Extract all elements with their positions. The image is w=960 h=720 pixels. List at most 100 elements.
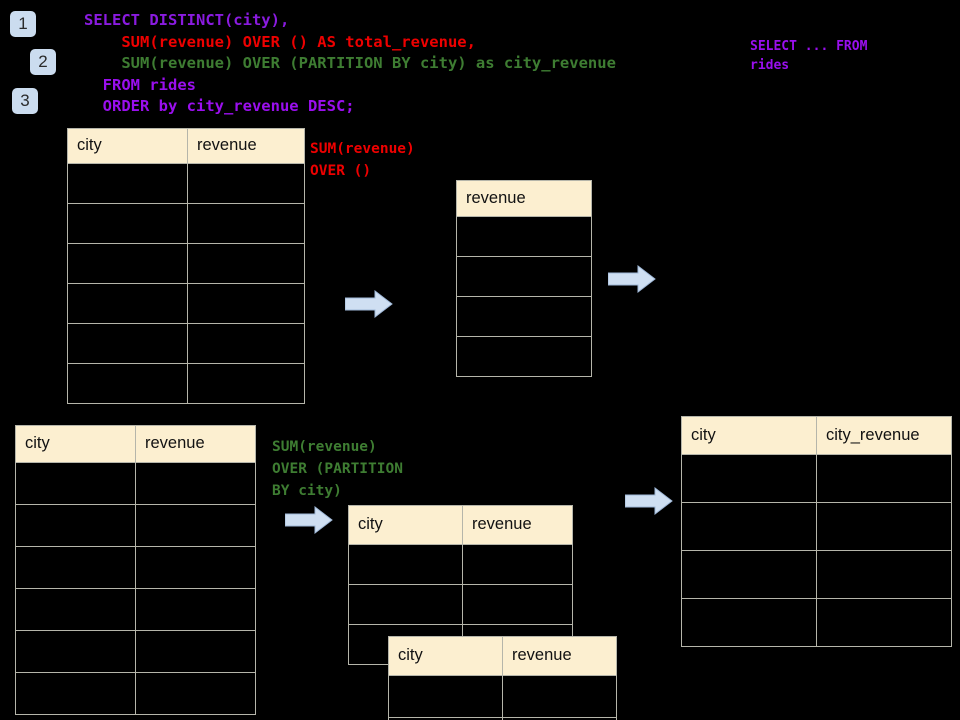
table-cell <box>348 584 463 625</box>
table-cell <box>456 336 592 377</box>
table-row <box>456 296 592 337</box>
table-cell <box>15 546 136 589</box>
table-row <box>681 550 952 599</box>
table-cell <box>67 283 188 324</box>
table-row <box>348 544 573 585</box>
sql-line-5: ORDER by city_revenue DESC; <box>84 97 355 115</box>
table-row <box>67 283 305 324</box>
sql-line-4: FROM rides <box>84 75 196 94</box>
sql-line-1: SELECT DISTINCT(city), <box>84 11 290 29</box>
arrow-partition-to-result <box>624 486 673 520</box>
step-badge-2: 2 <box>30 49 56 75</box>
column-header-revenue: revenue <box>502 636 617 676</box>
table-row <box>15 588 256 631</box>
table-cell <box>135 546 256 589</box>
sql-query-block: SELECT DISTINCT(city), SUM(revenue) OVER… <box>84 11 616 119</box>
table-cell <box>348 544 463 585</box>
sql-aside-note: SELECT ... FROM rides <box>750 39 868 73</box>
table-cell <box>15 504 136 547</box>
table-cell <box>681 550 817 599</box>
sql-line-3: SUM(revenue) OVER (PARTITION BY city) as… <box>84 54 616 72</box>
table-row <box>456 336 592 377</box>
table-cell <box>15 672 136 715</box>
column-header-city: city <box>67 128 188 164</box>
table-row <box>15 672 256 715</box>
column-header-revenue: revenue <box>187 128 305 164</box>
arrow-source-to-partition <box>284 505 333 539</box>
table-cell <box>67 163 188 204</box>
table-header-row: revenue <box>456 180 592 217</box>
table-row <box>67 323 305 364</box>
table-row <box>681 598 952 647</box>
sum-over-empty-label: SUM(revenue) OVER () <box>310 141 415 179</box>
table-row <box>456 256 592 297</box>
table-cell <box>816 502 952 551</box>
table-cell <box>135 504 256 547</box>
column-header-city: city <box>348 505 463 545</box>
table-cell <box>67 363 188 404</box>
step-badge-3: 3 <box>12 88 38 114</box>
table-cell <box>187 323 305 364</box>
table-cell <box>462 544 573 585</box>
arrow-total-to-result <box>607 264 656 298</box>
table-cell <box>67 203 188 244</box>
table-cell <box>456 256 592 297</box>
table-cell <box>187 203 305 244</box>
table-cell <box>135 588 256 631</box>
table-cell <box>456 296 592 337</box>
table-cell <box>187 283 305 324</box>
column-header-city: city <box>15 425 136 463</box>
table-cell <box>67 323 188 364</box>
table-cell <box>462 584 573 625</box>
table-row <box>15 630 256 673</box>
table-cell <box>67 243 188 284</box>
table-cell <box>816 454 952 503</box>
step-badge-1: 1 <box>10 11 36 37</box>
table-row <box>67 243 305 284</box>
column-header-revenue: revenue <box>462 505 573 545</box>
table-cell <box>456 216 592 257</box>
table-row <box>15 462 256 505</box>
table-cell <box>187 363 305 404</box>
column-header-revenue: revenue <box>135 425 256 463</box>
sql-line-2: SUM(revenue) OVER () AS total_revenue, <box>84 32 476 51</box>
column-header-revenue: revenue <box>456 180 592 217</box>
table-row <box>681 454 952 503</box>
table-cell <box>816 550 952 599</box>
table-cell <box>135 462 256 505</box>
table-cell <box>135 630 256 673</box>
table-cell <box>15 630 136 673</box>
table-cell <box>681 502 817 551</box>
table-row <box>15 504 256 547</box>
table-row <box>456 216 592 257</box>
column-header-city-revenue: city_revenue <box>816 416 952 455</box>
table-cell <box>15 588 136 631</box>
table-cell <box>681 598 817 647</box>
table-row <box>681 502 952 551</box>
total-revenue-table: revenue <box>456 180 592 377</box>
table-row <box>15 546 256 589</box>
table-cell <box>15 462 136 505</box>
table-row <box>67 203 305 244</box>
sum-over-partition-label: SUM(revenue) OVER (PARTITION BY city) <box>272 439 403 499</box>
table-row <box>388 675 617 718</box>
table-cell <box>187 163 305 204</box>
column-header-city: city <box>388 636 503 676</box>
arrow-source-to-total <box>344 289 393 323</box>
table-cell <box>187 243 305 284</box>
table-row <box>67 163 305 204</box>
table-cell <box>681 454 817 503</box>
table-cell <box>816 598 952 647</box>
table-row <box>388 717 617 720</box>
column-header-city: city <box>681 416 817 455</box>
table-cell <box>502 717 617 720</box>
